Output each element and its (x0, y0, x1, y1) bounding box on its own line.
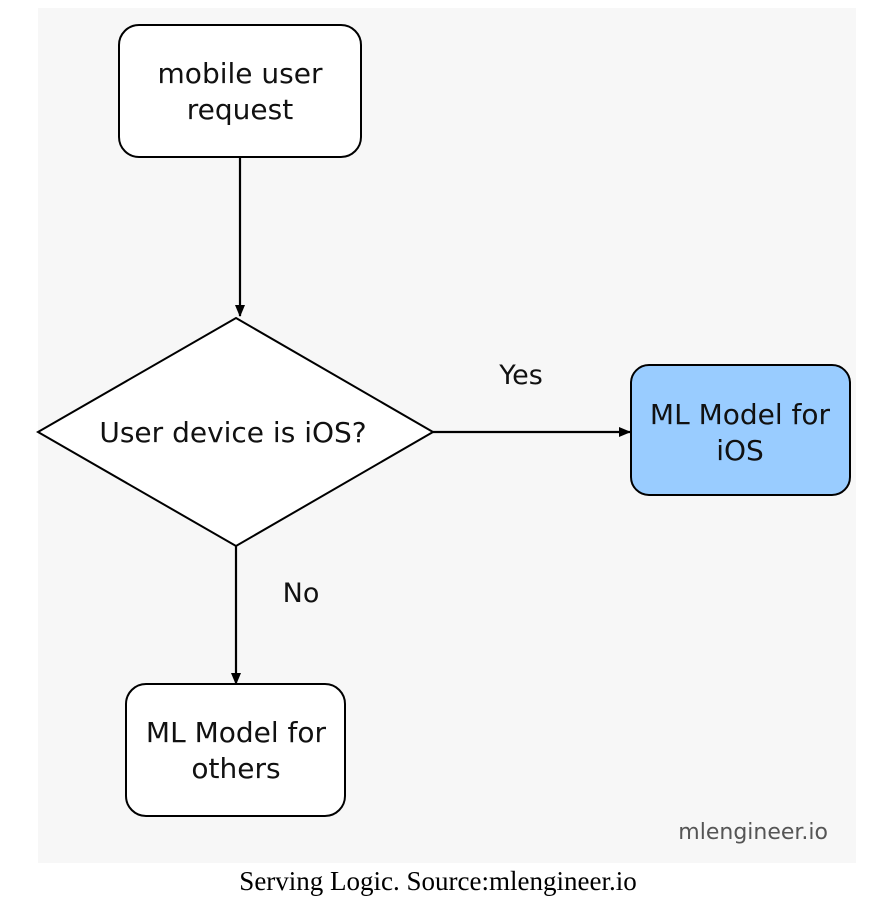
node-ml-model-ios: ML Model for iOS (630, 364, 851, 496)
node-decision-ios: User device is iOS? (35, 316, 435, 548)
node-label-line2: iOS (716, 434, 764, 467)
node-ml-model-others: ML Model for others (125, 683, 346, 817)
node-label-line2: request (187, 93, 293, 126)
edge-label-yes: Yes (498, 360, 543, 391)
figure-caption: Serving Logic. Source:mlengineer.io (239, 866, 637, 896)
node-label-line1: mobile user (158, 57, 323, 90)
node-label-line1: ML Model for (146, 716, 327, 749)
watermark: mlengineer.io (678, 820, 828, 845)
node-label-line1: ML Model for (650, 398, 831, 431)
node-mobile-user-request: mobile user request (118, 24, 362, 158)
decision-label: User device is iOS? (99, 416, 366, 449)
node-label-line2: others (191, 752, 280, 785)
edge-label-no: No (283, 578, 320, 609)
